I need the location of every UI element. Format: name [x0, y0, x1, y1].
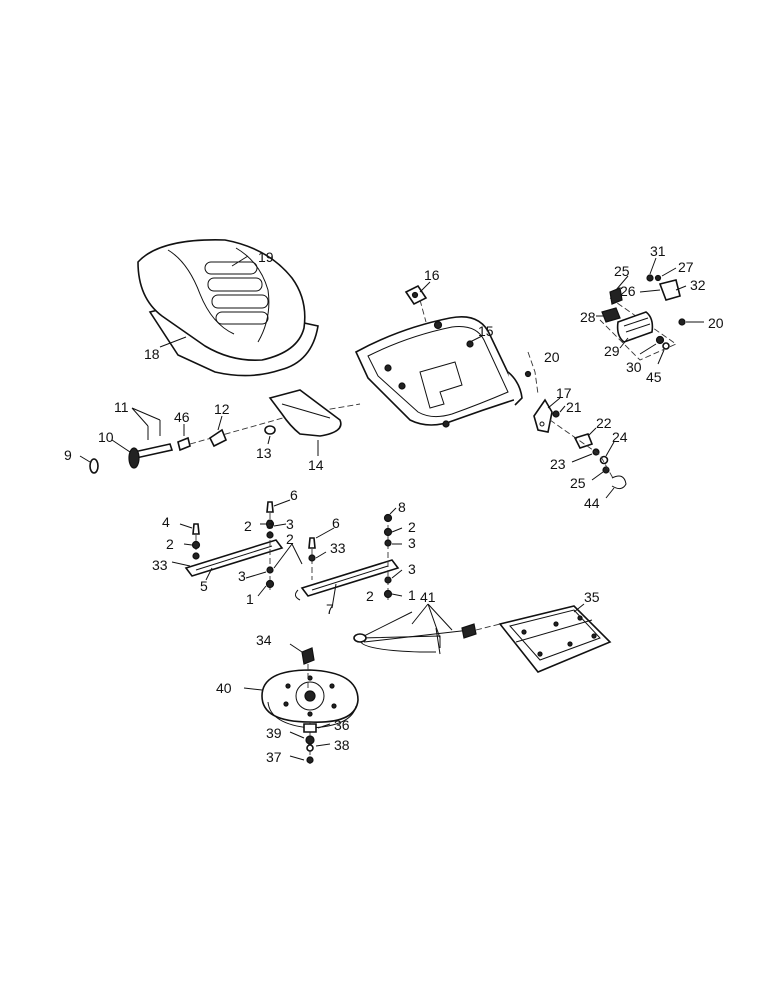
callout-38: 38	[334, 737, 350, 753]
callout-2: 2	[286, 531, 294, 547]
callout-29: 29	[604, 343, 620, 359]
callout-2: 2	[244, 518, 252, 534]
callout-45: 45	[646, 369, 662, 385]
callout-25: 25	[570, 475, 586, 491]
seat-pan	[354, 281, 523, 428]
callout-44: 44	[584, 495, 600, 511]
callout-21: 21	[566, 399, 582, 415]
callout-13: 13	[256, 445, 272, 461]
callout-34: 34	[256, 632, 272, 648]
callout-24: 24	[612, 429, 628, 445]
callout-5: 5	[200, 578, 208, 594]
callout-28: 28	[580, 309, 596, 325]
callout-14: 14	[308, 457, 324, 473]
callout-33: 33	[330, 540, 346, 556]
callout-3: 3	[238, 568, 246, 584]
callout-15: 15	[478, 323, 494, 339]
callout-25: 25	[614, 263, 630, 279]
callout-1: 1	[408, 587, 416, 603]
seat-rails	[171, 499, 403, 609]
callout-6: 6	[332, 515, 340, 531]
callout-3: 3	[266, 516, 274, 532]
callout-10: 10	[98, 429, 114, 445]
callout-3: 3	[408, 535, 416, 551]
seat-cushion	[137, 239, 319, 377]
callout-7: 7	[326, 601, 334, 617]
callout-labels: 19 18 16 15 20 17 21 22 24 23 25 44 31 2…	[64, 243, 724, 765]
callout-36: 36	[334, 717, 350, 733]
callout-31: 31	[650, 243, 666, 259]
callout-1: 1	[246, 591, 254, 607]
callout-23: 23	[550, 456, 566, 472]
callout-46: 46	[174, 409, 190, 425]
callout-9: 9	[64, 447, 72, 463]
callout-8: 8	[398, 499, 406, 515]
callout-26: 26	[620, 283, 636, 299]
callout-4: 4	[162, 514, 170, 530]
callout-33: 33	[152, 557, 168, 573]
turntable-disc	[243, 643, 359, 764]
lever-bracket-assembly	[524, 351, 627, 499]
callout-12: 12	[214, 401, 230, 417]
callout-2: 2	[408, 519, 416, 535]
callout-3: 3	[286, 516, 294, 532]
callout-3: 3	[408, 561, 416, 577]
callout-2: 2	[166, 536, 174, 552]
callout-6: 6	[290, 487, 298, 503]
callout-40: 40	[216, 680, 232, 696]
callout-16: 16	[424, 267, 440, 283]
callout-30: 30	[626, 359, 642, 375]
callout-11: 11	[114, 399, 129, 415]
callout-32: 32	[690, 277, 706, 293]
callout-17: 17	[556, 385, 572, 401]
callout-41: 41	[420, 589, 436, 605]
cable-and-base-plate	[353, 603, 612, 673]
callout-37: 37	[266, 749, 282, 765]
callout-27: 27	[678, 259, 694, 275]
callout-35: 35	[584, 589, 600, 605]
callout-20: 20	[708, 315, 724, 331]
callout-2: 2	[366, 588, 374, 604]
callout-19: 19	[258, 249, 274, 265]
callout-22: 22	[596, 415, 612, 431]
callout-39: 39	[266, 725, 282, 741]
callout-20: 20	[544, 349, 560, 365]
slide-bolt-assembly	[79, 389, 361, 474]
adjuster-assembly	[596, 257, 704, 365]
callout-18: 18	[144, 346, 160, 362]
